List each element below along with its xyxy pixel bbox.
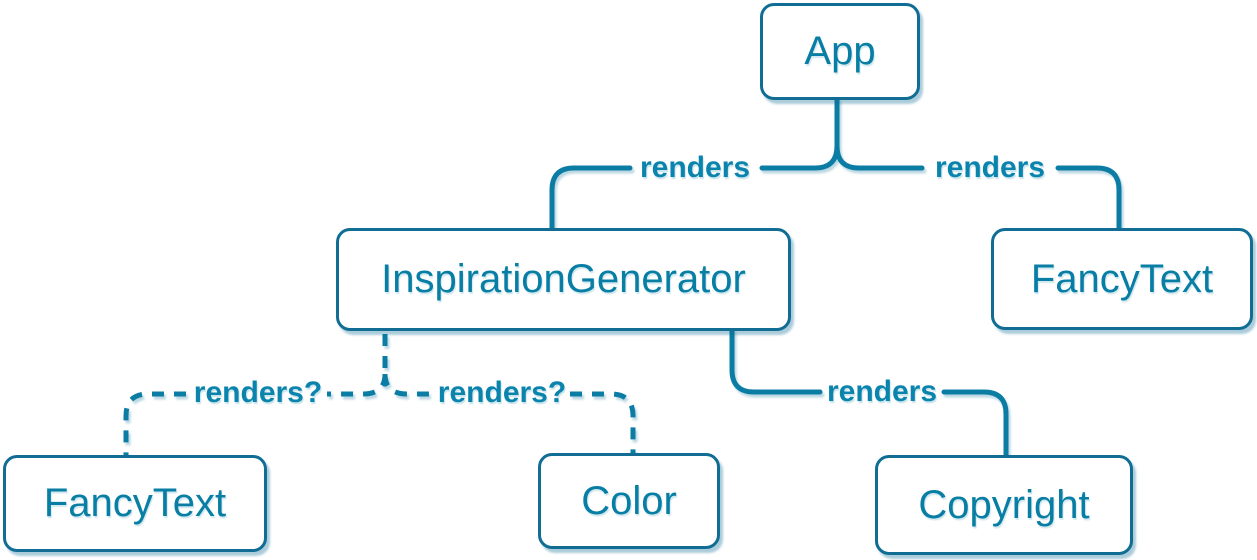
- node-copyright-label: Copyright: [918, 482, 1090, 527]
- node-copyright: Copyright: [875, 455, 1133, 555]
- edge-ig-color-end: [570, 391, 636, 453]
- edge-app-inspirationgenerator-start: [759, 97, 840, 171]
- edge-app-fancytext-end: [1055, 165, 1122, 231]
- node-fancy-text-top-label: FancyText: [1030, 256, 1214, 301]
- node-fancy-text-bottom: FancyText: [3, 455, 267, 552]
- edge-label-app-renders-ig: renders: [639, 151, 751, 184]
- node-app-label: App: [804, 29, 876, 73]
- edge-ig-color-start: [382, 373, 434, 397]
- edge-label-app-renders-fancytext: renders: [934, 151, 1046, 184]
- edge-label-ig-renders-copyright: renders: [826, 375, 938, 408]
- edge-app-inspirationgenerator-end: [549, 165, 633, 231]
- edge-label-ig-renders-fancytext: renders?: [193, 376, 323, 409]
- node-fancy-text-bottom-label: FancyText: [43, 481, 227, 525]
- edge-ig-copyright-end: [941, 389, 1009, 458]
- node-fancy-text-top: FancyText: [991, 228, 1253, 330]
- edge-ig-fancytext-start: [327, 373, 388, 397]
- edge-ig-fancytext-end: [123, 391, 186, 455]
- edge-label-ig-renders-color: renders?: [437, 376, 567, 409]
- edge-ig-copyright-start: [729, 328, 823, 395]
- node-inspiration-generator-label: InspirationGenerator: [381, 257, 746, 301]
- edge-app-fancytext-start: [834, 143, 925, 171]
- node-color-label: Color: [581, 478, 677, 523]
- node-app: App: [760, 3, 920, 100]
- node-inspiration-generator: InspirationGenerator: [336, 228, 791, 331]
- node-color: Color: [538, 453, 720, 549]
